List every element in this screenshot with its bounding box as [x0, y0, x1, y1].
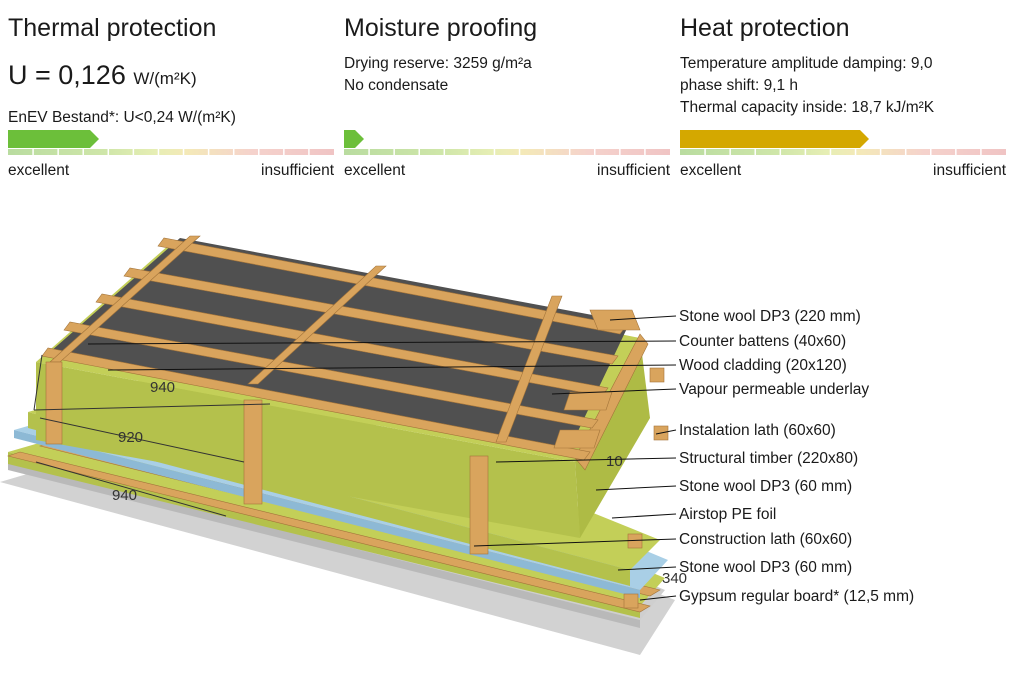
rating-bar — [680, 130, 1006, 164]
rating-label-insufficient: insufficient — [933, 162, 1006, 179]
panel-line: EnEV Bestand*: U<0,24 W/(m²K) — [8, 109, 236, 126]
panel-title: Thermal protection — [8, 14, 217, 42]
roof-construction-diagram: 940 920 940 10 340 Stone wool DP3 (220 m… — [0, 235, 914, 655]
callout-label: Stone wool DP3 (60 mm) — [679, 478, 852, 495]
callout-label: Counter battens (40x60) — [679, 333, 846, 350]
dimension-label: 920 — [118, 429, 143, 446]
panel-line: Drying reserve: 3259 g/m²a — [344, 55, 532, 72]
dimension-label: 10 — [606, 453, 623, 470]
panel-line: Thermal capacity inside: 18,7 kJ/m²K — [680, 99, 935, 116]
callout-leader-line — [611, 513, 677, 519]
u-value-unit: W/(m²K) — [133, 69, 197, 88]
layer-callouts: Stone wool DP3 (220 mm) Counter battens (… — [87, 308, 914, 605]
callout-leader-line — [473, 538, 677, 547]
callout-label: Vapour permeable underlay — [679, 381, 869, 398]
rating-label-insufficient: insufficient — [261, 162, 334, 179]
callout-leader-line — [609, 315, 677, 321]
rating-label-excellent: excellent — [8, 162, 70, 179]
dimension-lines — [33, 354, 271, 517]
callout-label: Structural timber (220x80) — [679, 450, 858, 467]
panel-line: Temperature amplitude damping: 9,0 — [680, 55, 933, 72]
callout-label: Wood cladding (20x120) — [679, 357, 847, 374]
callout-label: Airstop PE foil — [679, 506, 776, 523]
counter-battens — [41, 237, 627, 461]
panel-line: phase shift: 9,1 h — [680, 77, 799, 94]
rating-label-excellent: excellent — [680, 162, 742, 179]
u-value-number: U = 0,126 — [8, 60, 126, 90]
gypsum-board-front — [8, 462, 640, 628]
rating-arrow — [344, 130, 364, 148]
rating-label-insufficient: insufficient — [597, 162, 670, 179]
stone-wool-main-side — [575, 338, 650, 538]
callout-label: Gypsum regular board* (12,5 mm) — [679, 588, 914, 605]
rating-arrow — [8, 130, 99, 148]
callout-label: Instalation lath (60x60) — [679, 422, 836, 439]
installation-lath-ends — [623, 367, 669, 609]
callout-leader-line — [617, 566, 677, 571]
dimension-label: 940 — [150, 379, 175, 396]
callout-leader-line — [639, 595, 677, 601]
rating-ticks — [368, 149, 646, 159]
panel-title: Moisture proofing — [344, 14, 538, 42]
rating-bar — [8, 130, 334, 164]
rating-bar — [344, 130, 670, 164]
airstop-pe-foil-front — [14, 430, 640, 598]
construction-lath — [6, 451, 651, 613]
callout-leader-line — [655, 429, 677, 435]
panel-line: No condensate — [344, 77, 449, 94]
panel-title: Heat protection — [680, 14, 850, 42]
u-value: U = 0,126 W/(m²K) — [8, 60, 197, 91]
callout-label: Stone wool DP3 (220 mm) — [679, 308, 861, 325]
callout-label: Stone wool DP3 (60 mm) — [679, 559, 852, 576]
structural-timber — [45, 235, 563, 555]
callout-leader-line — [87, 340, 677, 345]
callout-label: Construction lath (60x60) — [679, 531, 852, 548]
callout-leader-line — [595, 485, 677, 491]
rating-ticks — [32, 149, 310, 159]
rating-scale — [344, 149, 670, 155]
callout-leader-line — [107, 364, 677, 371]
rating-scale — [680, 149, 1006, 155]
rating-ticks — [704, 149, 982, 159]
callout-leader-line — [551, 388, 677, 395]
callout-leader-line — [495, 457, 677, 463]
rating-label-excellent: excellent — [344, 162, 406, 179]
rating-arrow — [680, 130, 869, 148]
dimension-label: 940 — [112, 487, 137, 504]
rating-scale — [8, 149, 334, 155]
dimension-label: 340 — [662, 570, 687, 587]
